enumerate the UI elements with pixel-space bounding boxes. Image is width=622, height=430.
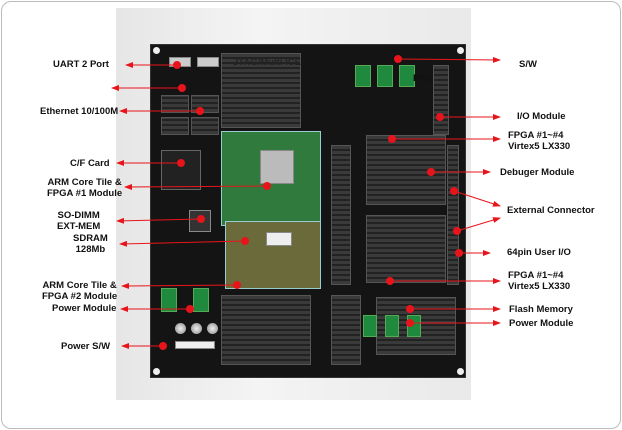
label-line: Virtex5 LX330 bbox=[508, 141, 571, 152]
label-ps2: PS2 bbox=[413, 73, 431, 84]
label-uart: UART 2 Port bbox=[53, 59, 109, 70]
label-jtag: JTAG/Multi ICE bbox=[233, 57, 301, 68]
label-cf-card: C/F Card bbox=[70, 158, 110, 169]
label-line: ARM Core Tile & bbox=[42, 280, 117, 291]
external-connectors bbox=[447, 145, 459, 285]
label-line: EXT-MEM bbox=[57, 221, 101, 232]
label-io-module: I/O Module bbox=[517, 111, 566, 122]
label-line: SO-DIMM bbox=[57, 210, 100, 221]
label-arm-tile-1: ARM Core Tile &FPGA #1 Module bbox=[47, 177, 122, 199]
label-arm-tile-2: ARM Core Tile &FPGA #2 Module bbox=[42, 280, 117, 302]
label-line: FPGA #2 Module bbox=[42, 291, 118, 302]
label-ethernet: Ethernet 10/100M bbox=[40, 106, 119, 117]
fpga-block-b bbox=[366, 215, 446, 283]
uart-connector bbox=[197, 57, 219, 67]
label-flash: Flash Memory bbox=[509, 304, 573, 315]
label-line: SDRAM bbox=[73, 233, 108, 244]
label-line: FPGA #1~#4 bbox=[508, 270, 564, 281]
label-power-module-right: Power Module bbox=[509, 318, 574, 329]
label-debugger: Debuger Module bbox=[500, 167, 575, 178]
arm-core-tile-2 bbox=[225, 221, 321, 289]
label-line: FPGA #1 Module bbox=[47, 188, 123, 199]
label-sw: S/W bbox=[519, 59, 537, 70]
fpga-board-photo bbox=[150, 44, 466, 378]
label-line: 128Mb bbox=[75, 244, 106, 255]
label-line: FPGA #1~#4 bbox=[508, 130, 564, 141]
label-line: ARM Core Tile & bbox=[47, 177, 122, 188]
label-user-io: 64pin User I/O bbox=[507, 247, 571, 258]
label-power-module-left: Power Module bbox=[52, 303, 117, 314]
arm-core-tile-1 bbox=[221, 131, 321, 226]
label-power-sw: Power S/W bbox=[61, 341, 111, 352]
label-line: Virtex5 LX330 bbox=[508, 281, 571, 292]
power-connector bbox=[175, 341, 215, 349]
cf-card-slot bbox=[161, 150, 201, 190]
label-external-connector: External Connector bbox=[507, 205, 595, 216]
